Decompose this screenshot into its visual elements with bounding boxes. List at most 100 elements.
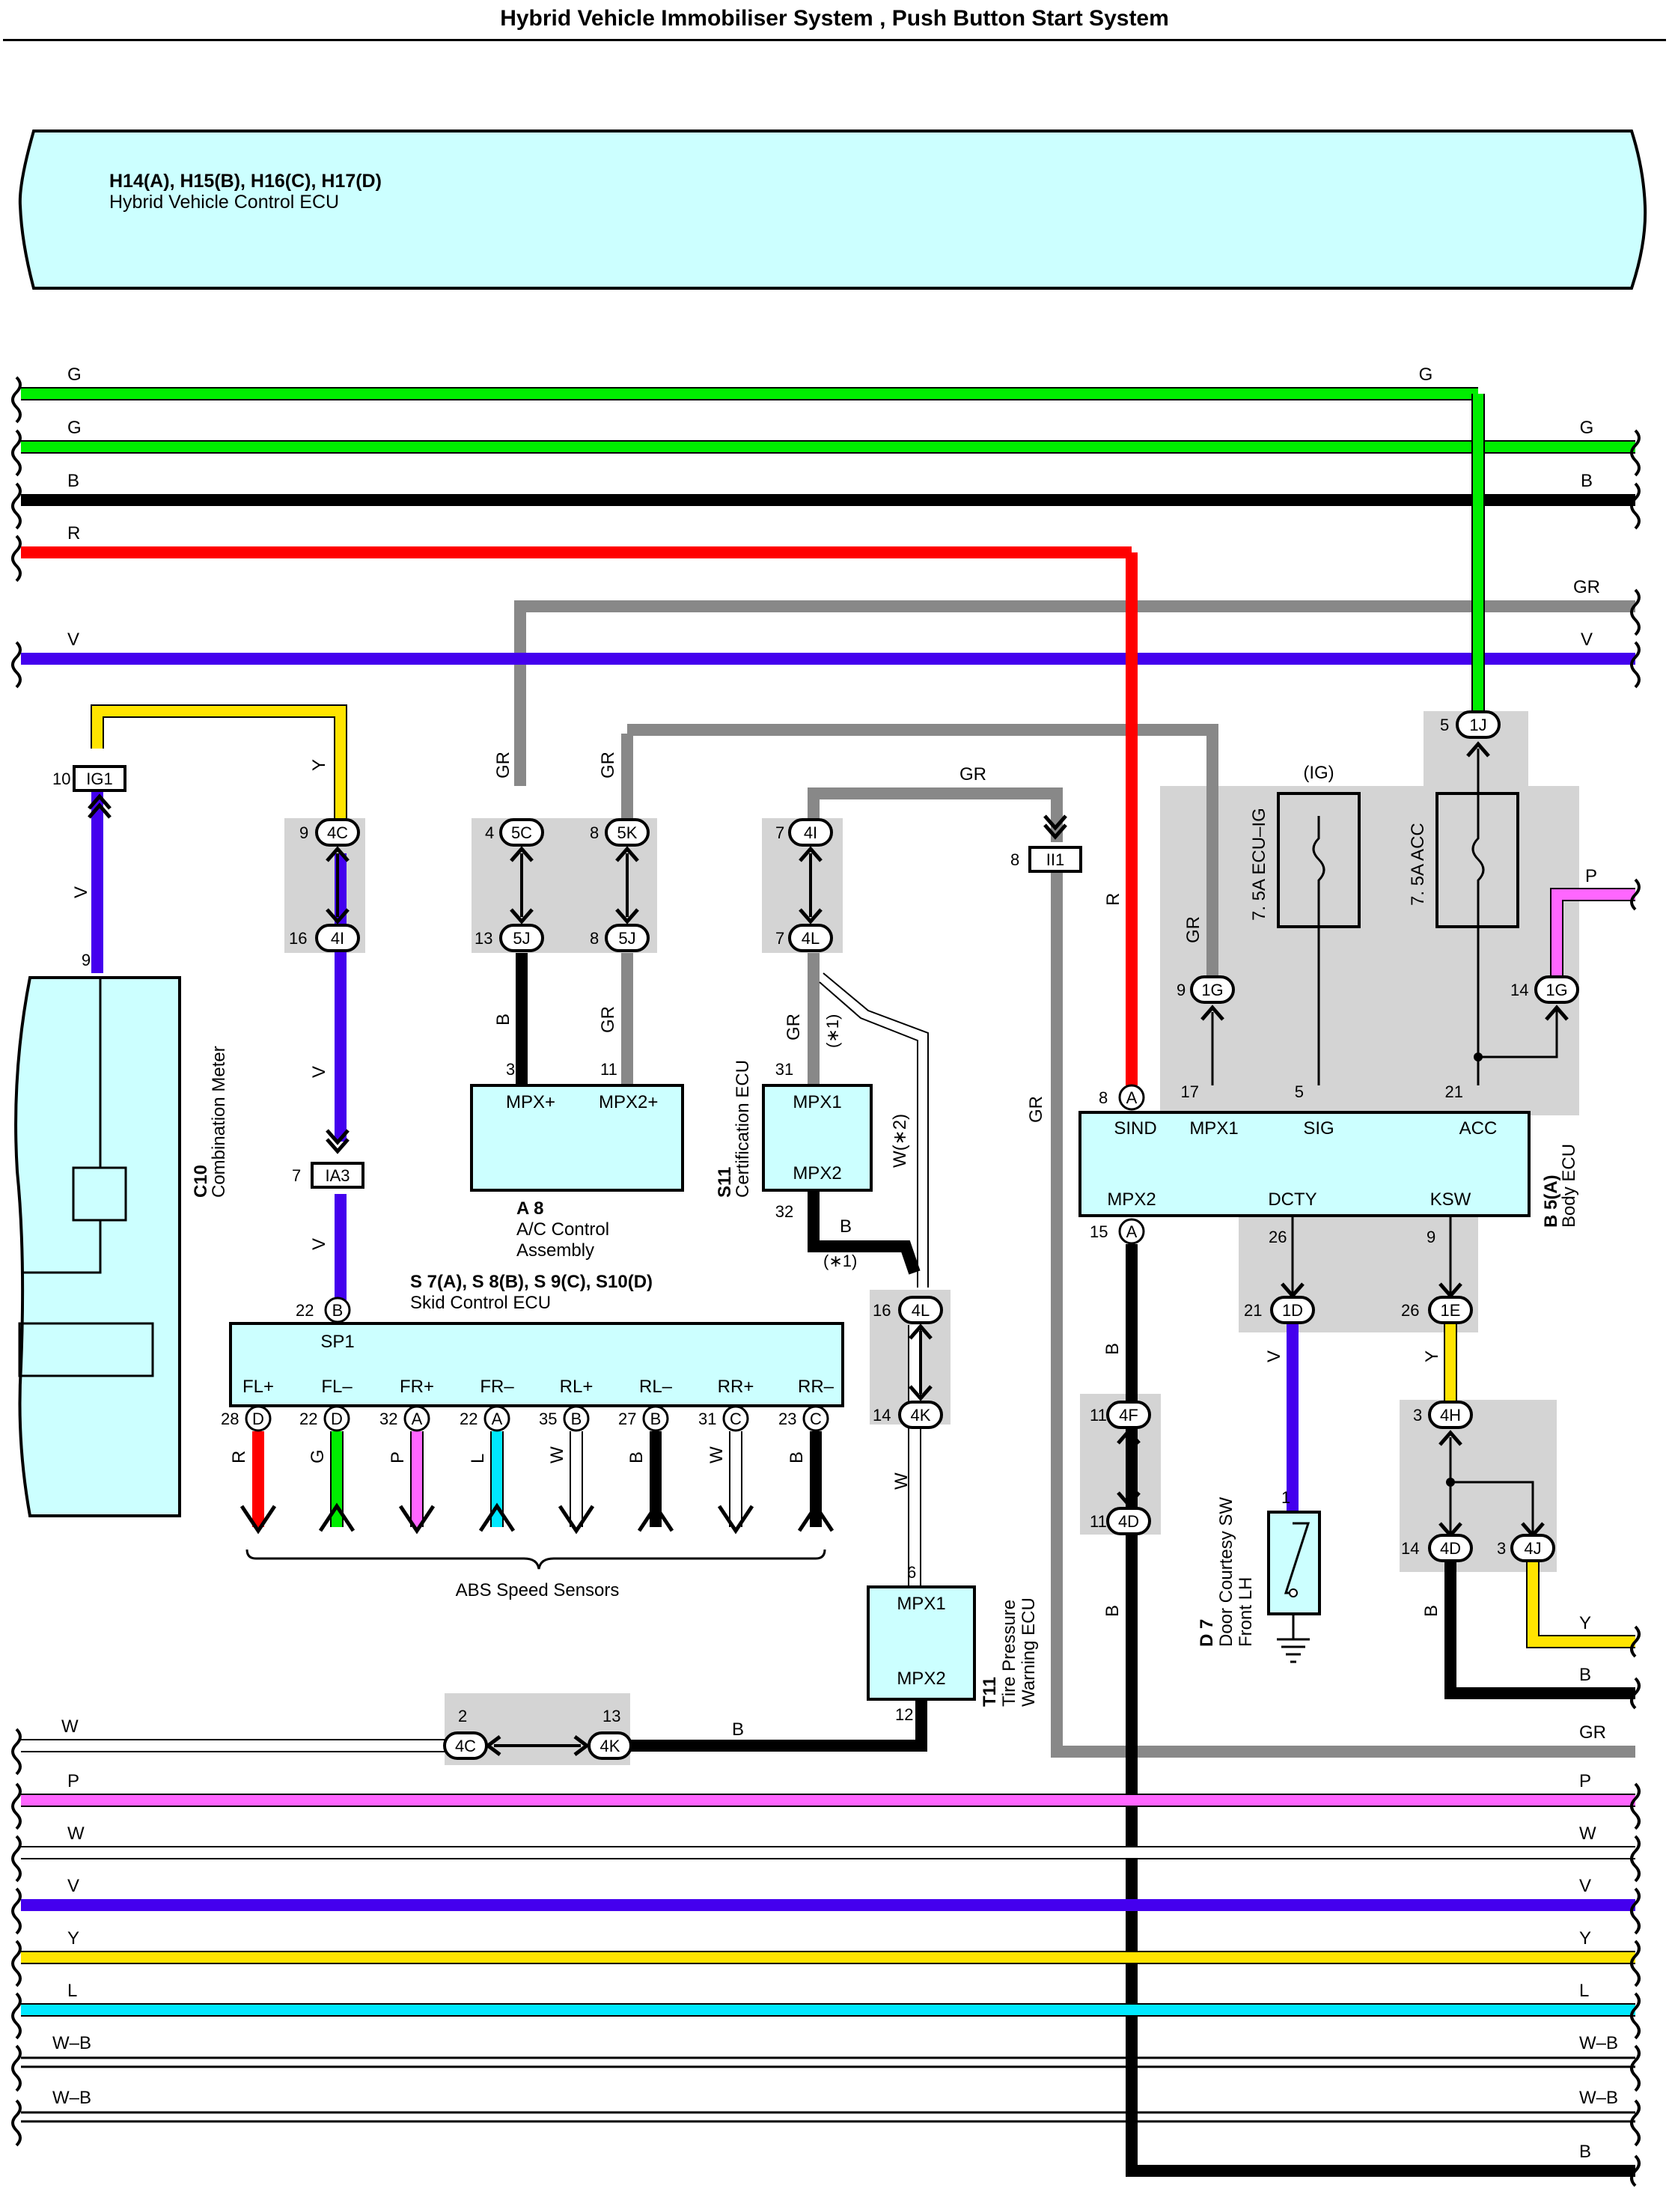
arrow-4f-4d-down — [1117, 1491, 1141, 1508]
wire-bot-rlabel-6: L — [1579, 1981, 1589, 2001]
c1g-a-chev — [1200, 1005, 1224, 1021]
body-bot-term-1: DCTY — [1268, 1189, 1316, 1210]
skid-conn-1-label: D — [331, 1410, 343, 1428]
wires — [21, 387, 1635, 2177]
ac-name2: Assembly — [516, 1240, 594, 1261]
conn-4l — [788, 924, 833, 952]
body-top-pin-1: 17 — [1181, 1082, 1199, 1101]
wl-b-4k: B — [732, 1719, 744, 1740]
break-left-0 — [11, 376, 22, 424]
conn-1j — [1456, 710, 1501, 739]
cert-ecu-box — [762, 1084, 873, 1192]
conn-5c-pin: 4 — [485, 823, 494, 842]
conn-1e — [1428, 1296, 1473, 1324]
break-right-2 — [1630, 482, 1641, 530]
wire-top-rlabel-2: B — [1581, 471, 1593, 491]
ac-ref: A 8 — [516, 1198, 543, 1219]
skid-sp1-conn-label: B — [332, 1301, 344, 1320]
skid-arrow-2 — [398, 1505, 436, 1535]
skid-pin-4: 35 — [539, 1410, 557, 1428]
skid-wire-label-4: W — [547, 1446, 567, 1463]
wire-g-label-drop: G — [1419, 365, 1433, 385]
break-bot-right-6 — [1630, 1992, 1641, 2040]
conn-4i-b — [788, 818, 833, 847]
body-top-conn-0 — [1118, 1084, 1145, 1111]
break-left-3 — [11, 534, 22, 582]
skid-pin-7: 23 — [778, 1410, 796, 1428]
skid-conn-7-label: C — [810, 1410, 822, 1428]
body-top-conn-0-label: A — [1126, 1088, 1138, 1107]
break-bot-right-5 — [1630, 1940, 1641, 1987]
break-left-2 — [11, 482, 22, 530]
tpms-name1: Tire Pressure — [999, 1600, 1019, 1707]
conn-5j-b-label: 5J — [618, 929, 635, 948]
skid-conn-3 — [483, 1405, 510, 1432]
wl-gr-5j: GR — [598, 1006, 618, 1033]
conn-4l-b-label: 4L — [912, 1301, 930, 1320]
break-bot-right-2 — [1630, 1782, 1641, 1830]
ac-term-b: MPX2+ — [599, 1092, 658, 1112]
wire-top-rlabel-5: V — [1581, 630, 1593, 650]
break-bot-left-8 — [11, 2099, 22, 2147]
wl-r-body: R — [1103, 893, 1123, 906]
skid-sp1-pin: 22 — [296, 1301, 314, 1320]
acc-to-1g — [1478, 1007, 1558, 1058]
skid-term-7: RR– — [798, 1377, 834, 1397]
meter-pin: 9 — [82, 951, 91, 969]
conn-1g-a — [1190, 975, 1235, 1004]
cert-pin-a: 31 — [775, 1060, 793, 1079]
body-top-term-3: ACC — [1459, 1118, 1498, 1139]
break-bot-right-7 — [1630, 2044, 1641, 2092]
skid-arrow-5 — [637, 1502, 674, 1532]
wire-top-gr — [514, 600, 1635, 786]
wl-b-4d: B — [1421, 1605, 1441, 1617]
wire-b-s11 — [808, 1190, 921, 1275]
c1g-b-chev — [1545, 1005, 1569, 1021]
tpms-box — [867, 1585, 976, 1701]
wire-bot-label-2: P — [67, 1771, 79, 1791]
conn-1g-b-pin: 14 — [1510, 981, 1528, 999]
wire-p-1g — [1551, 889, 1635, 975]
conn-1j-pin: 5 — [1440, 716, 1449, 734]
conn-4c — [315, 818, 360, 847]
skid-wire-label-7: B — [787, 1451, 807, 1463]
arrow-5c-5j-up — [510, 846, 534, 862]
body-bot-pin-1: 26 — [1269, 1228, 1287, 1246]
conn-4k-label: 4K — [911, 1406, 931, 1425]
skid-conn-1 — [323, 1405, 350, 1432]
conn-4l-pin: 7 — [775, 929, 784, 948]
arrow-4i-4l-up — [799, 846, 823, 862]
skid-wire-label-3: L — [468, 1454, 488, 1463]
arrow-4f-4d-up — [1117, 1428, 1141, 1445]
ac-pin-a: 3 — [506, 1060, 515, 1079]
wire-top-rlabel-gr: GR — [1573, 577, 1600, 597]
break-right-p — [1630, 878, 1641, 911]
wire-meter-y-outline — [91, 704, 347, 818]
wire-gr-5k-run — [627, 724, 1218, 973]
conn-4i-b-label: 4I — [804, 823, 817, 842]
conn-4f-pin: 11 — [1090, 1406, 1107, 1425]
conn-1d-pin: 21 — [1244, 1301, 1262, 1320]
wl-gr-5k: GR — [598, 752, 618, 779]
skid-conn-2-label: A — [412, 1410, 423, 1428]
conn-ia3-label: IA3 — [325, 1166, 350, 1185]
break-bot-left-7 — [11, 2044, 22, 2092]
skid-conn-2 — [403, 1405, 430, 1432]
skid-term-1: FL– — [321, 1377, 353, 1397]
ac-control-box — [470, 1084, 684, 1192]
wl-b-s11: B — [840, 1216, 852, 1237]
conn-5c-label: 5C — [511, 823, 532, 842]
skid-arrow-7 — [797, 1502, 834, 1532]
conn-ia3 — [311, 1162, 364, 1189]
wl-b-5j: B — [493, 1014, 513, 1026]
conn-4c-pin: 9 — [299, 823, 308, 842]
conn-1e-pin: 26 — [1401, 1301, 1419, 1320]
arrow-4c-4k-r — [573, 1735, 591, 1756]
labels: H14(A), H15(B), H16(C), H17(D)Hybrid Veh… — [52, 171, 1618, 2162]
conn-ig1 — [73, 765, 126, 792]
wire-gr-ii1-top — [808, 787, 1063, 842]
door-sw-name2: Front LH — [1236, 1577, 1256, 1647]
tpms-pin-b: 12 — [895, 1705, 913, 1724]
skid-term-0: FL+ — [242, 1377, 274, 1397]
arrow-4c-4k-l — [484, 1735, 501, 1756]
